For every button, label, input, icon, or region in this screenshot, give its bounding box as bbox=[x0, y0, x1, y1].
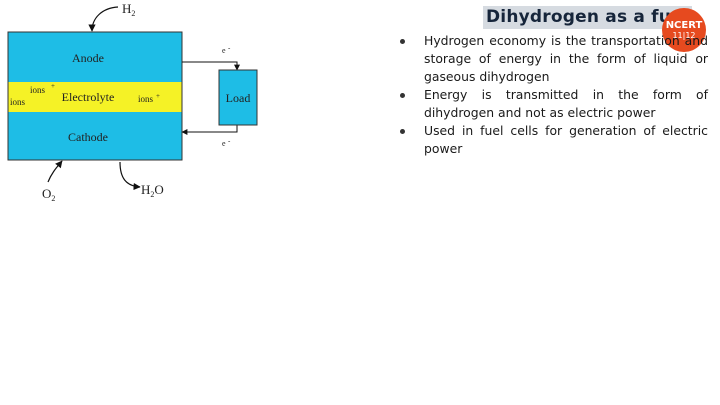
load-label: Load bbox=[226, 91, 251, 105]
electron-charge-top: - bbox=[228, 44, 231, 52]
bullet-dot-icon bbox=[400, 39, 405, 44]
electron-label-top: e bbox=[222, 46, 226, 55]
electron-label-bottom: e bbox=[222, 139, 226, 148]
h2-label: H2 bbox=[122, 1, 135, 18]
fuel-cell-diagram: Anode Electrolyte Cathode ions + ions io… bbox=[7, 1, 258, 203]
ncert-badge: NCERT 11|12 bbox=[662, 8, 706, 52]
electrolyte-label: Electrolyte bbox=[62, 90, 115, 104]
h2o-label: H2O bbox=[141, 182, 164, 199]
cell-outline bbox=[7, 31, 183, 161]
h2-inlet-arrow bbox=[88, 6, 119, 32]
badge-line1: NCERT bbox=[665, 20, 703, 31]
cathode-region bbox=[8, 112, 182, 160]
ions-label-left-bottom: ions bbox=[10, 97, 26, 107]
bullet-dot-icon bbox=[400, 129, 405, 134]
anode-region bbox=[8, 32, 182, 82]
bullet-list: Hydrogen economy is the transportation a… bbox=[400, 32, 708, 158]
bullet-dot-icon bbox=[400, 93, 405, 98]
ions-charge-left-top: + bbox=[51, 82, 55, 90]
o2-label: O2 bbox=[42, 186, 55, 203]
o2-inlet-arrow bbox=[47, 160, 63, 183]
wire-top bbox=[182, 61, 240, 71]
ions-label-right: ions bbox=[138, 94, 154, 104]
h2o-outlet-arrow bbox=[119, 161, 141, 191]
ions-label-left-top: ions bbox=[30, 85, 46, 95]
list-item: Energy is transmitted in the form of dih… bbox=[400, 86, 708, 122]
wire-bottom bbox=[181, 125, 238, 135]
electron-charge-bottom: - bbox=[228, 137, 231, 145]
cathode-label: Cathode bbox=[68, 130, 108, 144]
anode-label: Anode bbox=[72, 51, 104, 65]
list-item: Hydrogen economy is the transportation a… bbox=[400, 32, 708, 86]
load-box bbox=[218, 69, 258, 126]
ions-charge-right: + bbox=[156, 92, 160, 100]
badge-line2: 11|12 bbox=[672, 31, 696, 40]
electrolyte-region bbox=[8, 82, 182, 112]
list-item: Used in fuel cells for generation of ele… bbox=[400, 122, 708, 158]
slide-title: Dihydrogen as a fuel bbox=[483, 6, 692, 29]
